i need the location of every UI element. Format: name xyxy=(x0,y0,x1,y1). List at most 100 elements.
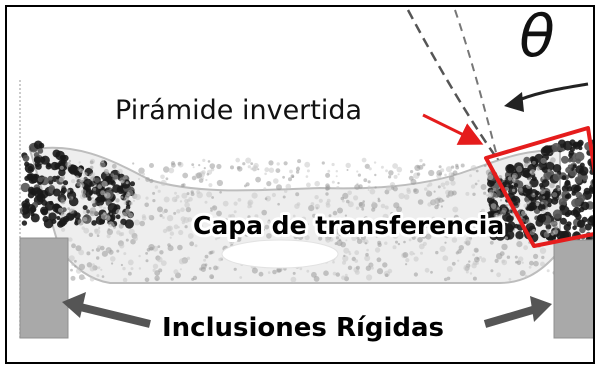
soil-particle xyxy=(277,202,280,206)
soil-particle xyxy=(559,205,570,216)
soil-particle xyxy=(265,195,271,202)
soil-particle xyxy=(529,260,534,266)
soil-particle xyxy=(235,157,240,163)
soil-particle xyxy=(558,198,567,207)
dashed-pyramid-edge-outer xyxy=(406,9,500,161)
soil-particle xyxy=(154,185,159,189)
soil-particle xyxy=(33,140,43,150)
soil-particle xyxy=(326,226,331,231)
soil-particle xyxy=(100,190,106,196)
soil-particle xyxy=(149,163,154,168)
soil-particle xyxy=(125,238,129,242)
soil-particle xyxy=(213,265,218,271)
soil-particle xyxy=(508,164,513,169)
soil-particle xyxy=(469,174,473,178)
soil-particle xyxy=(74,265,77,268)
soil-particle xyxy=(512,229,516,232)
soil-particle xyxy=(252,165,258,172)
soil-particle xyxy=(297,166,300,169)
soil-particle xyxy=(356,238,363,244)
soil-particle xyxy=(545,228,550,233)
soil-particle xyxy=(397,173,400,176)
soil-particle xyxy=(210,207,213,210)
soil-particle xyxy=(58,207,63,213)
soil-particle xyxy=(345,162,351,169)
soil-particle xyxy=(288,177,292,182)
soil-particle xyxy=(196,172,203,179)
soil-particle xyxy=(354,269,360,275)
inverted-pyramid-pointer xyxy=(422,113,484,145)
soil-particle xyxy=(94,228,101,235)
soil-particle xyxy=(105,170,109,174)
soil-particle xyxy=(211,205,218,211)
soil-particle xyxy=(182,172,189,179)
soil-particle xyxy=(321,218,325,222)
soil-particle xyxy=(304,235,310,241)
soil-particle xyxy=(572,225,577,231)
soil-particle xyxy=(301,216,307,222)
soil-particle xyxy=(377,197,380,200)
soil-particle xyxy=(314,195,319,200)
soil-particle xyxy=(22,154,30,162)
soil-particle xyxy=(392,245,397,250)
soil-particle xyxy=(310,202,315,206)
soil-particle xyxy=(388,170,394,176)
soil-particle xyxy=(216,179,223,187)
soil-particle xyxy=(99,204,103,209)
soil-particle xyxy=(115,209,122,215)
soil-particle xyxy=(380,223,384,227)
soil-particle xyxy=(424,187,428,191)
soil-particle xyxy=(368,167,372,171)
soil-particle xyxy=(440,168,445,173)
soil-particle xyxy=(504,236,508,240)
soil-particle xyxy=(395,240,398,244)
soil-particle xyxy=(421,233,427,239)
soil-particle xyxy=(448,175,455,182)
soil-particle xyxy=(573,186,578,192)
soil-particle xyxy=(431,198,438,205)
soil-particle xyxy=(500,209,507,216)
soil-particle xyxy=(500,224,503,227)
soil-particle xyxy=(77,219,84,226)
soil-particle xyxy=(202,158,206,162)
soil-particle xyxy=(101,275,105,278)
soil-particle xyxy=(549,182,555,189)
soil-particle xyxy=(578,194,586,202)
soil-particle xyxy=(409,225,413,229)
soil-particle xyxy=(37,148,44,154)
soil-particle xyxy=(440,205,443,208)
soil-particle xyxy=(358,202,365,209)
soil-particle xyxy=(93,187,97,191)
soil-particle xyxy=(413,256,419,262)
soil-particle xyxy=(442,255,449,262)
soil-particle xyxy=(480,257,487,263)
rigid-inclusions-label: Inclusiones Rígidas xyxy=(162,313,444,343)
soil-particle xyxy=(46,162,52,168)
soil-particle xyxy=(44,201,55,211)
arrow-right-shaft xyxy=(483,305,538,328)
soil-particle xyxy=(60,187,67,194)
soil-particle xyxy=(81,189,87,195)
soil-particle xyxy=(561,155,569,164)
soil-particle xyxy=(362,200,366,203)
soil-particle xyxy=(152,199,156,203)
soil-particle xyxy=(264,172,267,176)
soil-particle xyxy=(112,174,119,181)
soil-particle xyxy=(91,220,97,226)
soil-particle xyxy=(221,233,224,236)
soil-particle xyxy=(130,267,134,271)
soil-particle xyxy=(335,216,341,222)
soil-particle xyxy=(532,192,535,195)
soil-particle xyxy=(216,163,222,170)
soil-particle xyxy=(325,172,331,178)
soil-particle xyxy=(387,218,391,222)
soil-particle xyxy=(547,168,551,173)
soil-particle xyxy=(174,198,178,202)
soil-particle xyxy=(377,199,381,203)
soil-particle xyxy=(299,267,303,271)
soil-particle xyxy=(297,159,302,164)
soil-particle xyxy=(199,224,204,228)
soil-particle xyxy=(184,225,188,229)
soil-particle xyxy=(27,165,34,172)
soil-particle xyxy=(382,262,388,268)
